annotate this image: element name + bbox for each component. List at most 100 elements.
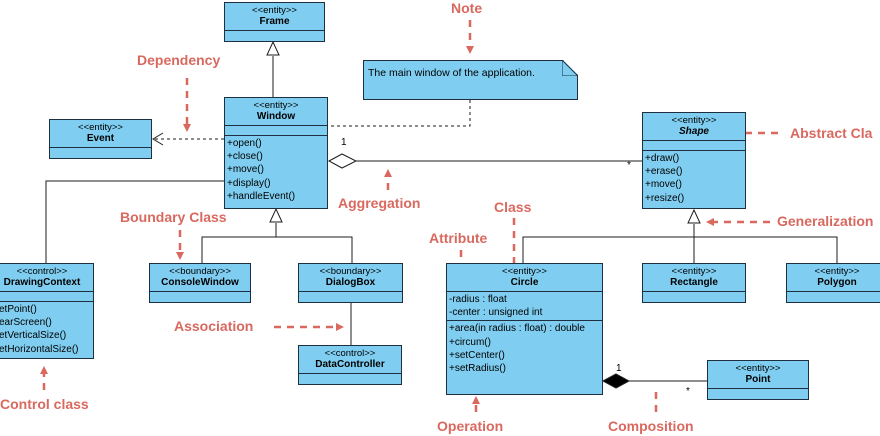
operation-compartment: +draw() +erase() +move() +resize() [643,151,745,206]
attribute: -radius : float [449,294,507,305]
class-name: Circle [510,277,539,288]
class-window[interactable]: <<entity>>Window +open() +close() +move(… [224,97,328,209]
class-name: Shape [678,126,709,137]
multiplicity-composition-many: * [686,386,690,397]
attribute-compartment [0,292,93,302]
stereotype: <<entity>> [253,100,299,111]
class-name: ConsoleWindow [161,277,239,288]
stereotype: <<boundary>> [169,266,231,277]
class-console-window[interactable]: <<boundary>>ConsoleWindow [149,263,251,303]
annotation-composition: Composition [608,418,694,434]
class-rectangle[interactable]: <<entity>>Rectangle [642,263,746,303]
note-text: The main window of the application. [368,67,535,79]
note-main-window[interactable]: The main window of the application. [363,60,578,100]
attribute-compartment [643,141,745,151]
annotation-class: Class [494,199,532,215]
operation: +resize() [645,192,685,204]
operation: +circum() [449,336,491,348]
class-name: DialogBox [325,277,376,288]
annotation-association: Association [174,318,254,334]
operation: +handleEvent() [227,190,296,202]
operation: +setCenter() [449,349,505,361]
annotation-note: Note [451,0,483,16]
stereotype: <<control>> [16,266,68,277]
operation: +open() [227,138,262,149]
annotation-generalization: Generalization [777,213,874,229]
dependency-arrowhead [152,132,164,146]
class-frame[interactable]: <<entity>>Frame [224,2,325,42]
generalization-arrowhead-window [269,207,283,223]
generalization-arrowhead-shape [687,208,701,224]
class-circle[interactable]: <<entity>>Circle -radius : float -center… [446,263,603,395]
class-name: DrawingContext [3,277,81,288]
attribute-compartment [708,389,808,398]
annotation-aggregation: Aggregation [338,195,421,211]
stereotype: <<boundary>> [319,266,382,277]
class-data-controller[interactable]: <<control>>DataController [298,345,402,385]
attribute-compartment [150,292,250,301]
class-event[interactable]: <<entity>>Event [49,119,152,159]
attribute: -center : unsigned int [449,307,543,319]
operation: earScreen() [0,317,52,329]
generalization-shapes [522,236,838,263]
annotation-control-class: Control class [0,396,89,412]
stereotype: <<entity>> [78,122,123,133]
annotation-boundary-class: Boundary Class [120,209,227,225]
class-polygon[interactable]: <<entity>>Polygon [786,263,880,303]
multiplicity-aggregation-many: * [627,160,631,171]
operation-compartment: +area(in radius : float) : double +circu… [447,321,602,376]
class-drawing-context[interactable]: <<control>>DrawingContext etPoint() earS… [0,263,94,359]
generalization-arrowhead-frame [266,40,280,56]
stereotype: <<entity>> [671,115,717,126]
annotation-attribute: Attribute [429,230,488,246]
stereotype: <<entity>> [814,266,860,277]
note-anchor [325,100,471,127]
operation: +draw() [645,153,680,164]
operation-compartment: etPoint() earScreen() etVerticalSize() e… [0,302,93,357]
generalization-boundary-window [201,236,353,263]
class-name: Rectangle [670,277,718,288]
annotation-dependency: Dependency [137,52,221,68]
class-point[interactable]: <<entity>>Point [707,360,809,400]
operation: +display() [227,177,271,189]
attribute-compartment [299,292,402,301]
aggregation-diamond [327,153,358,169]
operation: etPoint() [0,304,37,315]
operation: etHorizontalSize() [0,343,79,355]
annotation-abstract-class: Abstract Cla [790,125,873,141]
operation: etVerticalSize() [0,330,67,342]
annotation-operation: Operation [437,418,504,434]
operation-compartment: +open() +close() +move() +display() +han… [225,136,327,204]
stereotype: <<entity>> [502,266,547,277]
attribute-compartment [299,374,401,383]
class-name: Polygon [817,277,857,288]
multiplicity-aggregation-one: 1 [341,137,347,148]
stereotype: <<entity>> [252,5,297,16]
attribute-compartment [225,126,327,136]
class-dialog-box[interactable]: <<boundary>>DialogBox [298,263,403,303]
class-name: Point [745,374,771,385]
operation: +move() [645,179,682,191]
class-shape[interactable]: <<entity>>Shape +draw() +erase() +move()… [642,112,746,209]
stereotype: <<control>> [324,348,376,359]
association-window-drawingcontext [45,180,224,263]
multiplicity-composition-one: 1 [616,363,622,374]
composition-diamond [601,373,631,389]
operation: +close() [227,151,263,163]
operation: +area(in radius : float) : double [449,323,585,335]
operation: +erase() [645,166,683,178]
attribute-compartment [643,292,745,301]
class-name: Frame [259,16,290,27]
operation: +setRadius() [449,363,506,375]
attribute-compartment [50,148,151,157]
class-name: Event [86,133,115,144]
stereotype: <<entity>> [735,363,781,374]
attribute-compartment: -radius : float -center : unsigned int [447,292,602,322]
attribute-compartment [787,292,880,301]
stereotype: <<entity>> [671,266,717,277]
class-name: DataController [315,359,385,370]
operation: +move() [227,164,264,176]
attribute-compartment [225,31,324,40]
note-fold-icon [562,60,578,76]
